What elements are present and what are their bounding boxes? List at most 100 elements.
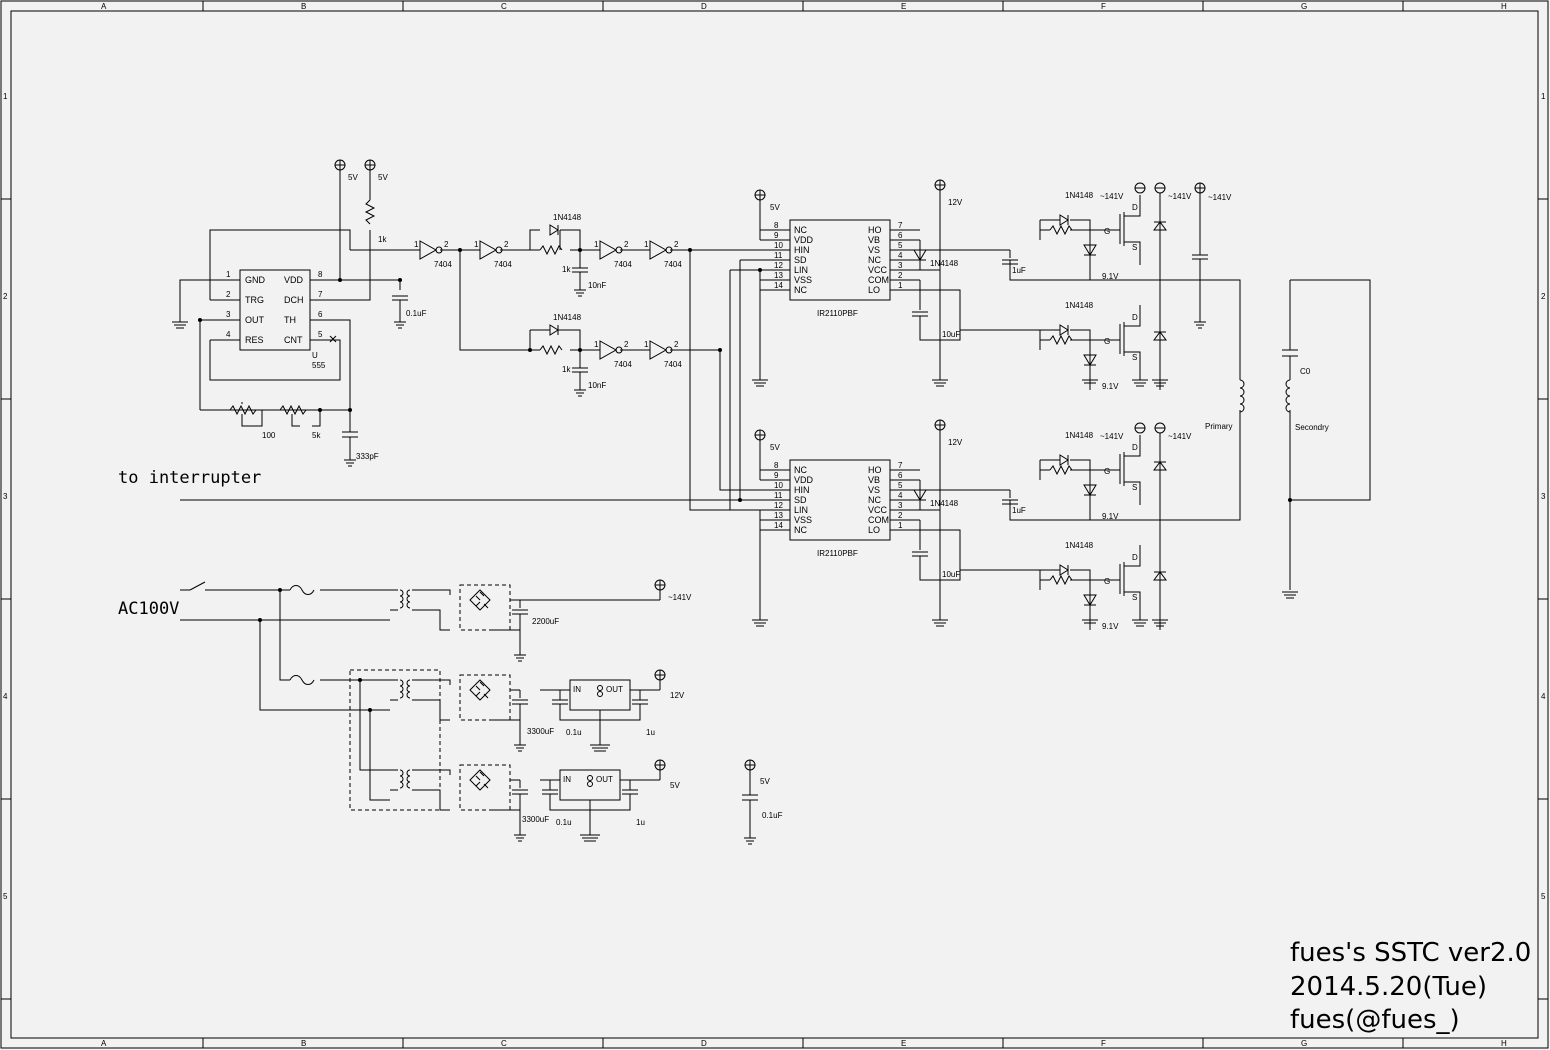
to-interrupter-label: to interrupter xyxy=(118,468,261,488)
diode-label: 1N4148 xyxy=(1065,541,1094,550)
ic-555-pin-number: 2 xyxy=(226,290,231,299)
gate-diode xyxy=(1059,324,1069,336)
ir2110-pin-name: VS xyxy=(868,245,880,255)
inverter-part: 7404 xyxy=(434,260,452,269)
ir2110-pin-number: 8 xyxy=(774,221,779,230)
frame-column-label-top: A xyxy=(101,2,107,11)
ic-555-pin-name: TRG xyxy=(245,295,264,305)
pin-number: 1 xyxy=(594,340,599,349)
zener-label: 9.1V xyxy=(1102,382,1119,391)
diode-label: 1N4148 xyxy=(1065,191,1094,200)
r1k-555-label: 1k xyxy=(378,235,387,244)
resonant-transformer: Primary C0 Secondry ~141V xyxy=(1160,182,1371,599)
supply-label: 12V xyxy=(948,438,963,447)
ir2110-pin-number: 2 xyxy=(898,271,903,280)
ic-555-pin-number: 3 xyxy=(226,310,231,319)
frame-row-label-left: 1 xyxy=(3,92,8,101)
title-line-2: 2014.5.20(Tue) xyxy=(1290,972,1487,1002)
mosfet-symbol xyxy=(1119,545,1141,615)
frame-row-label-right: 2 xyxy=(1541,292,1546,301)
svg-text:1u: 1u xyxy=(636,818,645,827)
ir2110-pin-number: 4 xyxy=(898,491,903,500)
pin-number: 2 xyxy=(624,340,629,349)
ic-555-pin-name: OUT xyxy=(245,315,265,325)
ir2110-pin-number: 9 xyxy=(774,471,779,480)
svg-text:~141V: ~141V xyxy=(1208,193,1232,202)
title-block: fues's SSTC ver2.0 2014.5.20(Tue) fues(@… xyxy=(1290,938,1531,1035)
c333-label: 333pF xyxy=(356,452,379,461)
svg-text:3300uF: 3300uF xyxy=(527,727,554,736)
pin-number: 1 xyxy=(414,240,419,249)
primary-label: Primary xyxy=(1205,422,1233,431)
ir2110-pin-name: NC xyxy=(794,225,807,235)
secondary-label: Secondry xyxy=(1295,423,1329,432)
frame-row-label-right: 4 xyxy=(1541,692,1546,701)
pin-number: 1 xyxy=(474,240,479,249)
title-line-1: fues's SSTC ver2.0 xyxy=(1290,938,1531,968)
frame-column-label-bottom: G xyxy=(1301,1039,1307,1048)
frame-column-label-top: D xyxy=(701,2,707,11)
ir2110-pin-name: NC xyxy=(794,285,807,295)
ir2110-pin-number: 7 xyxy=(898,461,903,470)
zener-label: 9.1V xyxy=(1102,272,1119,281)
ir2110-pin-number: 5 xyxy=(898,241,903,250)
c01uf-label: 0.1uF xyxy=(406,309,427,318)
mosfet-symbol xyxy=(1119,305,1141,375)
ic-555-pin-name: CNT xyxy=(284,335,303,345)
frame-column-label-bottom: E xyxy=(901,1039,906,1048)
gate-diode xyxy=(1059,564,1069,576)
ir2110-pin-number: 4 xyxy=(898,251,903,260)
frame-column-label-bottom: D xyxy=(701,1039,707,1048)
svg-text:2200uF: 2200uF xyxy=(532,617,559,626)
ic-555-pin-number: 1 xyxy=(226,270,231,279)
ir2110-pin-name: VDD xyxy=(794,235,814,245)
svg-text:OUT: OUT xyxy=(606,685,623,694)
bootstrap-diode xyxy=(913,240,927,270)
ic-555-body xyxy=(239,269,311,351)
svg-text:3300uF: 3300uF xyxy=(522,815,549,824)
ir2110-pin-number: 9 xyxy=(774,231,779,240)
gate-diode xyxy=(1059,214,1069,226)
drain-label: D xyxy=(1132,553,1138,562)
inverter-part: 7404 xyxy=(664,260,682,269)
bulk-cap xyxy=(490,779,528,842)
frame-row-label-left: 4 xyxy=(3,692,8,701)
supply-label: 12V xyxy=(948,198,963,207)
ir2110-pin-name: COM xyxy=(868,515,889,525)
supply-label: 5V xyxy=(770,203,780,212)
ir2110-pin-name: VS xyxy=(868,485,880,495)
diode-label: 1N4148 xyxy=(1065,301,1094,310)
svg-text:IN: IN xyxy=(563,775,571,784)
ic-555-pin-name: TH xyxy=(284,315,296,325)
frame-row-label-left: 2 xyxy=(3,292,8,301)
bulk-cap xyxy=(490,599,528,662)
pin-number: 1 xyxy=(644,240,649,249)
svg-text:1u: 1u xyxy=(646,728,655,737)
frame-column-label-top: G xyxy=(1301,2,1307,11)
pin-number: 2 xyxy=(674,240,679,249)
ic-555-pin-name: VDD xyxy=(284,275,304,285)
gate-label: G xyxy=(1104,467,1110,476)
mosfet-h-bridge: 1N41489.1VGDS~141V~141V1N41489.1VGDS1N41… xyxy=(959,182,1200,631)
svg-text:12V: 12V xyxy=(670,691,685,700)
bulk-cap xyxy=(490,689,528,752)
gate-label: G xyxy=(1104,577,1110,586)
svg-text:1k: 1k xyxy=(562,265,571,274)
inverter-7404: 1 2 7404 xyxy=(644,240,682,269)
inverter-part: 7404 xyxy=(614,260,632,269)
ic-555-pin-number: 8 xyxy=(318,270,323,279)
title-line-3: fues(@fues_) xyxy=(1290,1005,1460,1035)
ir2110-pin-number: 13 xyxy=(774,271,783,280)
frame-column-label-bottom: B xyxy=(301,1039,306,1048)
gate-label: G xyxy=(1104,337,1110,346)
svg-text:10nF: 10nF xyxy=(588,381,606,390)
ir2110-part: IR2110PBF xyxy=(817,549,858,558)
ir2110-part: IR2110PBF xyxy=(817,309,858,318)
frame-column-label-bottom: A xyxy=(101,1039,107,1048)
ic-555-pin-name: RES xyxy=(245,335,264,345)
frame-column-label-top: F xyxy=(1101,2,1106,11)
ir2110-pin-number: 14 xyxy=(774,521,783,530)
